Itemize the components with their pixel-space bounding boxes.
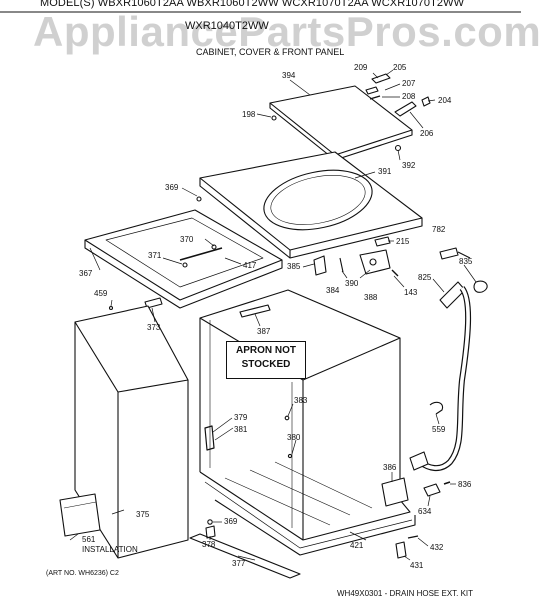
part-label-394: 394	[282, 71, 296, 80]
part-label-369: 369	[165, 183, 179, 192]
switch-and-clamp	[439, 247, 488, 293]
leg-431	[395, 541, 407, 559]
part-label-390: 390	[345, 279, 359, 288]
front-panel	[74, 305, 189, 559]
model-list-continued: WXR1040T2WW	[185, 20, 269, 32]
part-label-384: 384	[326, 286, 340, 295]
section-title: CABINET, COVER & FRONT PANEL	[196, 47, 345, 57]
leader-lines	[69, 69, 477, 561]
installation-number: 561	[82, 535, 96, 544]
part-label-383: 383	[294, 396, 308, 405]
part-label-208: 208	[402, 92, 416, 101]
part-label-421: 421	[350, 541, 364, 550]
screw-369	[196, 196, 202, 202]
part-label-391: 391	[378, 167, 392, 176]
drain-hose-kit-note: WH49X0301 - DRAIN HOSE EXT. KIT	[337, 589, 474, 598]
bracket-559	[429, 401, 444, 415]
apron-note-line1: APRON NOT	[236, 345, 296, 356]
part-label-379: 379	[234, 413, 248, 422]
part-label-386: 386	[383, 463, 397, 472]
part-label-782: 782	[432, 225, 446, 234]
part-label-825: 825	[418, 273, 432, 282]
control-parts	[313, 236, 399, 277]
part-label-432: 432	[430, 543, 444, 552]
clip-459	[108, 305, 114, 311]
part-label-204: 204	[438, 96, 452, 105]
part-label-417: 417	[243, 261, 257, 270]
installation-booklet	[59, 493, 101, 537]
part-label-380: 380	[287, 433, 301, 442]
part-label-373: 373	[147, 323, 161, 332]
drain-hose	[409, 281, 472, 471]
part-label-207: 207	[402, 79, 416, 88]
part-label-209: 209	[354, 63, 368, 72]
part-label-378: 378	[202, 540, 216, 549]
part-label-377: 377	[232, 559, 246, 568]
part-label-143: 143	[404, 288, 418, 297]
part-label-371: 371	[148, 251, 162, 260]
exploded-parts-diagram: 394 209 205 207 208 204 198 206 392 391 …	[0, 11, 521, 579]
part-label-836: 836	[458, 480, 472, 489]
front-strip	[204, 425, 215, 451]
cabinet	[199, 289, 401, 540]
part-label-381: 381	[234, 425, 248, 434]
part-label-198: 198	[242, 110, 256, 119]
part-label-370: 370	[180, 235, 194, 244]
part-label-369b: 369	[224, 517, 238, 526]
leveling-leg-378	[205, 525, 216, 539]
part-label-206: 206	[420, 129, 434, 138]
hinge-parts	[271, 73, 431, 152]
clip-836	[443, 481, 451, 485]
nut-432	[407, 535, 419, 539]
installation-label: INSTALLATION	[82, 545, 138, 554]
part-label-459: 459	[94, 289, 108, 298]
part-label-431: 431	[410, 561, 424, 570]
clip-634	[423, 483, 441, 497]
part-label-205: 205	[393, 63, 407, 72]
art-number: (ART NO. WH6236) C2	[46, 570, 119, 577]
part-label-367: 367	[79, 269, 93, 278]
part-label-388: 388	[364, 293, 378, 302]
base-frame	[84, 209, 283, 309]
part-label-387: 387	[257, 327, 271, 336]
screw-369-lower	[207, 519, 213, 525]
part-label-385: 385	[287, 262, 301, 271]
part-label-835: 835	[459, 257, 473, 266]
watermark: AppliancePartsPros.com	[33, 8, 541, 55]
part-label-559: 559	[432, 425, 446, 434]
base-pan	[199, 461, 416, 556]
front-rail	[189, 533, 301, 579]
bracket-386	[381, 477, 409, 507]
part-label-215: 215	[396, 237, 410, 246]
part-label-634: 634	[418, 507, 432, 516]
part-label-375: 375	[136, 510, 150, 519]
apron-note: APRON NOT STOCKED	[226, 341, 306, 379]
top-panel	[199, 151, 423, 259]
model-list: MODEL(S) WBXR1060T2AA WBXR1060T2WW WCXR1…	[40, 0, 465, 9]
part-label-392: 392	[402, 161, 416, 170]
apron-note-line2: STOCKED	[241, 359, 291, 370]
